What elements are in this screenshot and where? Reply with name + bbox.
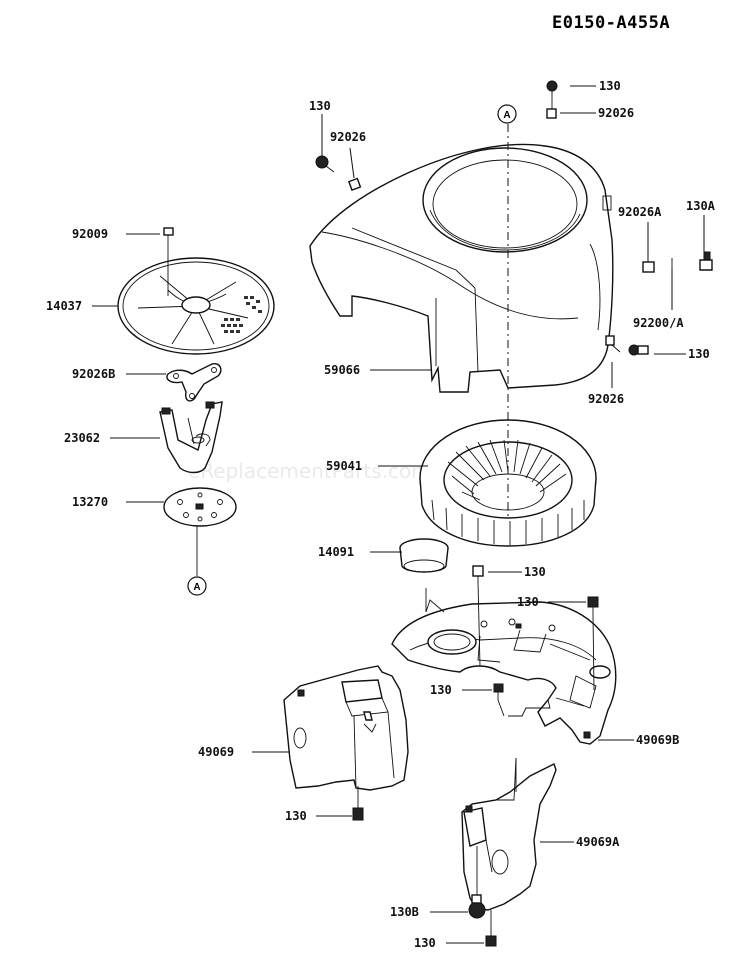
lead-collar — [425, 599, 445, 613]
label-13270: 13270 — [72, 495, 108, 509]
bolt-130-bottom[interactable] — [485, 928, 497, 947]
holder-23062[interactable] — [159, 401, 223, 474]
label-49069B: 49069B — [636, 733, 679, 747]
screw-92009[interactable] — [163, 227, 174, 243]
reference-marker-top: A — [497, 104, 517, 124]
label-92026-top-left: 92026 — [330, 130, 366, 144]
label-130A: 130A — [686, 199, 716, 213]
cooling-fan-59041[interactable] — [419, 419, 597, 547]
svg-text:A: A — [193, 582, 200, 593]
label-92026B: 92026B — [72, 367, 115, 381]
bolt-130B[interactable] — [468, 894, 486, 919]
label-130-bottom: 130 — [414, 936, 436, 950]
label-130-center: 130 — [524, 565, 546, 579]
label-92026-top-right: 92026 — [598, 106, 634, 120]
label-130B: 130B — [390, 905, 419, 919]
reference-marker-left: A — [187, 576, 207, 596]
svg-text:A: A — [503, 110, 510, 121]
collar-92026-top-right[interactable] — [546, 108, 557, 119]
diagram-code: E0150-A455A — [552, 13, 670, 33]
bracket-92026B[interactable] — [166, 362, 222, 402]
bolt-130-lower-mid[interactable] — [493, 683, 504, 700]
plate-13270[interactable] — [163, 487, 237, 527]
bolt-130-right[interactable] — [587, 596, 599, 614]
plate-49069B[interactable] — [391, 601, 617, 745]
label-92026A: 92026A — [618, 205, 662, 219]
label-92200A: 92200/A — [633, 316, 684, 330]
label-92009: 92009 — [72, 227, 108, 241]
guard-49069[interactable] — [283, 665, 409, 791]
label-59041: 59041 — [326, 459, 362, 473]
collar-92026-top-left[interactable] — [347, 177, 362, 191]
axis-mid-right — [611, 344, 621, 353]
label-14037: 14037 — [46, 299, 82, 313]
label-130-bottom-left: 130 — [285, 809, 307, 823]
guard-49069A[interactable] — [461, 757, 557, 911]
bolt-130-top-right[interactable] — [546, 80, 558, 97]
bolt-130-bottom-left[interactable] — [352, 800, 364, 821]
screen-14037[interactable] — [117, 257, 275, 355]
watermark: eReplacementParts.com — [188, 459, 431, 483]
bolt-130-center[interactable] — [472, 565, 484, 582]
axis-right-bolt — [592, 613, 595, 691]
collar-14091[interactable] — [399, 538, 449, 573]
label-130-lower-mid: 130 — [430, 683, 452, 697]
shroud-59066[interactable] — [309, 143, 614, 393]
axis-center-bolt — [477, 581, 481, 667]
bolt-130-mid-right[interactable] — [628, 344, 649, 356]
collar-92026A[interactable] — [642, 261, 655, 273]
label-49069: 49069 — [198, 745, 234, 759]
collar-92026-mid-right[interactable] — [605, 335, 615, 346]
label-130-top-left: 130 — [309, 99, 331, 113]
label-130-mid-right: 130 — [688, 347, 710, 361]
label-59066: 59066 — [324, 363, 360, 377]
label-49069A: 49069A — [576, 835, 620, 849]
leader-92026-top-left — [349, 147, 355, 179]
bolt-130A[interactable] — [699, 251, 713, 271]
axis-lower-mid — [497, 699, 505, 717]
label-92026-mid-right: 92026 — [588, 392, 624, 406]
label-23062: 23062 — [64, 431, 100, 445]
label-14091: 14091 — [318, 545, 354, 559]
label-130-top-right: 130 — [599, 79, 621, 93]
bolt-130-top-left[interactable] — [315, 155, 335, 173]
label-130-right: 130 — [517, 595, 539, 609]
